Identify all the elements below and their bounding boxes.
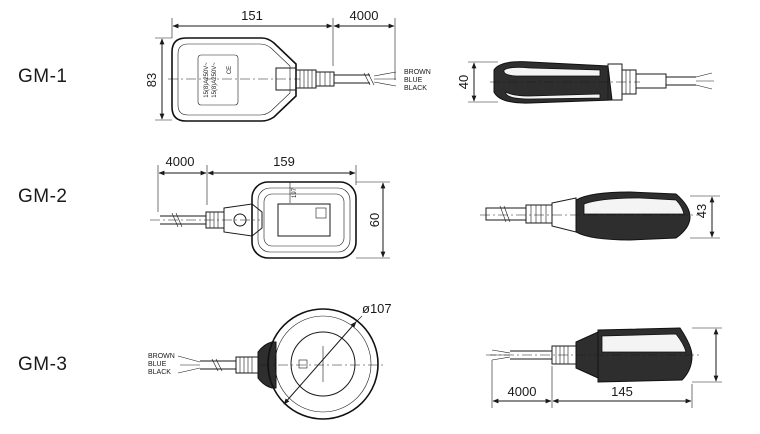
- gm3-cable-length-label: 4000: [508, 384, 537, 399]
- gm1-cable-length-label: 4000: [350, 8, 379, 23]
- gm2-inner-dim-label: 197: [292, 187, 298, 198]
- gm2-top-view: 4000 159 60 197: [150, 154, 390, 259]
- gm2-height-label: 60: [367, 213, 382, 227]
- gm1-wire-black: BLACK: [404, 85, 427, 92]
- gm3-wire-blue: BLUE: [148, 361, 167, 368]
- gm3-side-view: 4000 145: [486, 327, 722, 408]
- gm3-wire-black: BLACK: [148, 369, 171, 376]
- gm3-diameter-dim-line: [283, 321, 357, 405]
- gm2-width-label: 159: [273, 154, 295, 169]
- gm1-nameplate-text-2: 15(8)A250V~: [212, 62, 218, 98]
- gm1-wire-brown: BROWN: [404, 69, 431, 76]
- gm1-ce-mark: CE: [227, 66, 233, 74]
- gm2-label-window: [277, 203, 331, 237]
- gm3-width-label: 145: [611, 384, 633, 399]
- gm3-wire-brown: BROWN: [148, 353, 175, 360]
- model-label-gm1: GM-1: [18, 66, 68, 87]
- gm1-height-label: 83: [144, 73, 159, 87]
- gm1-side-view: 40: [456, 61, 714, 104]
- gm1-nameplate: [197, 54, 239, 106]
- gm3-top-view: BROWN BLUE BLACK ø107: [148, 301, 392, 420]
- gm3-diameter-label: ø107: [362, 301, 392, 316]
- gm1-wire-blue: BLUE: [404, 77, 423, 84]
- gm2-side-height-label: 43: [694, 204, 709, 218]
- gm2-cable-length-label: 4000: [166, 154, 195, 169]
- gm2-body-outline: [251, 181, 357, 259]
- gm1-body-outline: [171, 37, 297, 122]
- gm1-side-height-label: 40: [456, 75, 471, 89]
- gm1-width-label: 151: [241, 8, 263, 23]
- gm1-top-view: 151 4000 83 15(8)A250V~ 15(8)A250V~ CE: [144, 8, 431, 122]
- gm1-nameplate-text-1: 15(8)A250V~: [204, 62, 210, 98]
- model-label-gm3: GM-3: [18, 354, 68, 375]
- gm3-body-outline: [267, 308, 379, 420]
- model-label-gm2: GM-2: [18, 186, 68, 207]
- gm2-side-view: 43: [480, 191, 720, 241]
